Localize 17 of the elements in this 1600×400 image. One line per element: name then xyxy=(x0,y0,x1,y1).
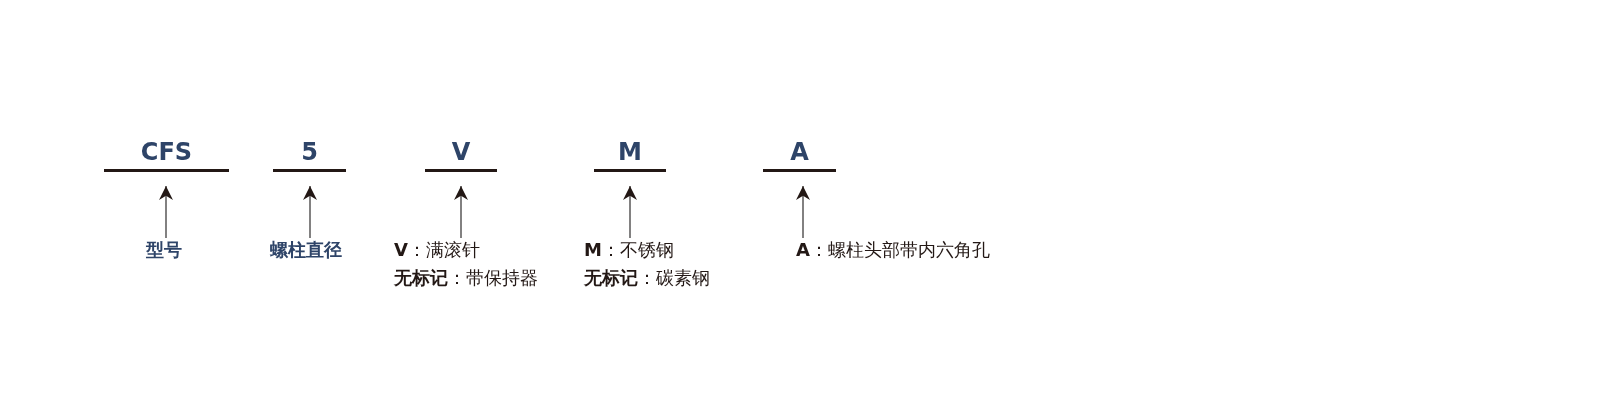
field-description: 型号 xyxy=(146,236,182,264)
arrow xyxy=(454,185,468,239)
code-segment: A xyxy=(763,137,836,172)
option-description: 无标记：碳素钢 xyxy=(584,266,710,290)
code-segment: 5 xyxy=(273,137,346,172)
arrow xyxy=(159,185,173,239)
code-segment: CFS xyxy=(104,137,229,172)
arrow xyxy=(623,185,637,239)
option-description: V：满滚针 xyxy=(394,238,481,262)
code-segment: V xyxy=(425,137,497,172)
field-description: 螺柱直径 xyxy=(270,236,342,264)
option-description: 无标记：带保持器 xyxy=(394,266,538,290)
code-segment: M xyxy=(594,137,666,172)
arrow xyxy=(796,185,810,239)
option-description: M：不锈钢 xyxy=(584,238,675,262)
field-description: A：螺柱头部带内六角孔 xyxy=(796,236,990,264)
arrow xyxy=(303,185,317,239)
